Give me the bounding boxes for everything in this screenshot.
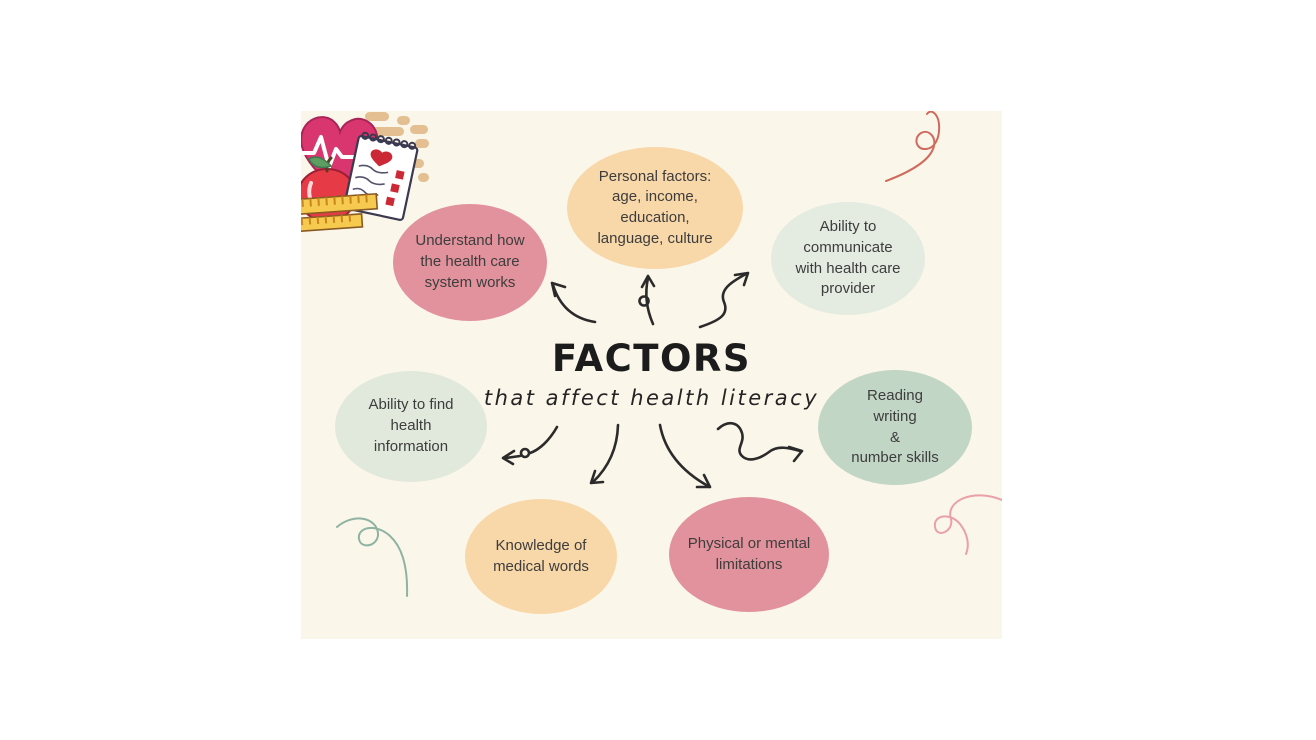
- bubble-personal-factors: Personal factors: age, income, education…: [567, 147, 743, 269]
- apple-icon: [301, 156, 357, 222]
- notepad-icon: [343, 131, 419, 221]
- squiggle-top-right: [885, 111, 941, 182]
- bubble-medical-words: Knowledge of medical words: [465, 499, 617, 614]
- squiggle-bottom-left: [336, 517, 409, 597]
- bubble-communicate-provider: Ability to communicate with health care …: [771, 202, 925, 315]
- squiggle-bottom-right: [933, 494, 1002, 555]
- measuring-tape-icon: [301, 192, 379, 233]
- page-subtitle: that affect health literacy: [483, 386, 820, 410]
- bubble-reading-writing: Reading writing & number skills: [818, 370, 972, 485]
- bubble-understand-system: Understand how the health care system wo…: [393, 204, 547, 321]
- bubble-find-information: Ability to find health information: [335, 371, 487, 482]
- tan-dashes-decoration: [365, 112, 429, 186]
- infographic-card: Personal factors: age, income, education…: [301, 111, 1002, 639]
- heart-ekg-icon: [301, 116, 379, 193]
- bubble-physical-mental: Physical or mental limitations: [669, 497, 829, 612]
- center-title-block: FACTORS that affect health literacy: [301, 337, 1002, 410]
- page-title: FACTORS: [551, 337, 752, 380]
